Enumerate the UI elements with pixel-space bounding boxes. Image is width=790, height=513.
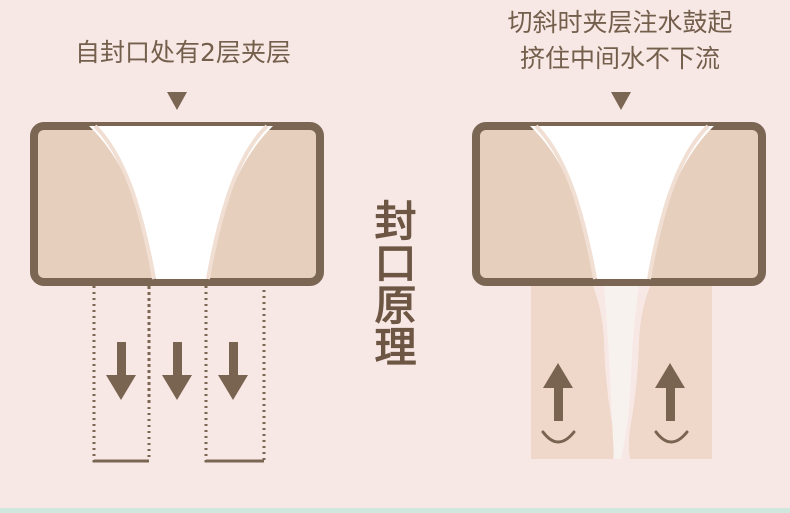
seal-principle-title: 封口原理 (368, 199, 417, 367)
left-white-channel (89, 126, 273, 279)
right-curve-right-icon (654, 430, 689, 444)
left-down-arrow-2-icon (162, 342, 192, 400)
right-curve-left-icon (541, 430, 576, 444)
right-left-pouch (531, 286, 615, 459)
right-caption-line-2: 挤住中间水不下流 (519, 44, 720, 73)
right-up-arrows (541, 363, 689, 444)
right-up-arrow-right-icon (655, 363, 685, 421)
right-pointer-icon (611, 92, 631, 110)
left-pointer-icon (167, 92, 187, 110)
left-flow-guides (92, 286, 266, 463)
right-inner-shadow-right (647, 124, 710, 280)
left-bag (30, 122, 324, 286)
right-caption-line-1: 切斜时夹层注水鼓起 (507, 8, 733, 37)
right-white-channel (530, 126, 714, 279)
left-down-arrow-3-icon (218, 342, 248, 400)
left-inner-shadow (93, 124, 156, 280)
left-down-arrows (106, 342, 248, 400)
right-inner-shadow-left (534, 124, 597, 280)
right-bag (472, 122, 766, 286)
right-up-arrow-left-icon (543, 363, 573, 421)
left-caption: 自封口处有2层夹层 (75, 38, 291, 67)
bottom-accent-band (0, 508, 790, 513)
left-down-arrow-1-icon (106, 342, 136, 400)
right-center-stream (604, 286, 639, 459)
left-inner-shadow-right (206, 124, 269, 280)
